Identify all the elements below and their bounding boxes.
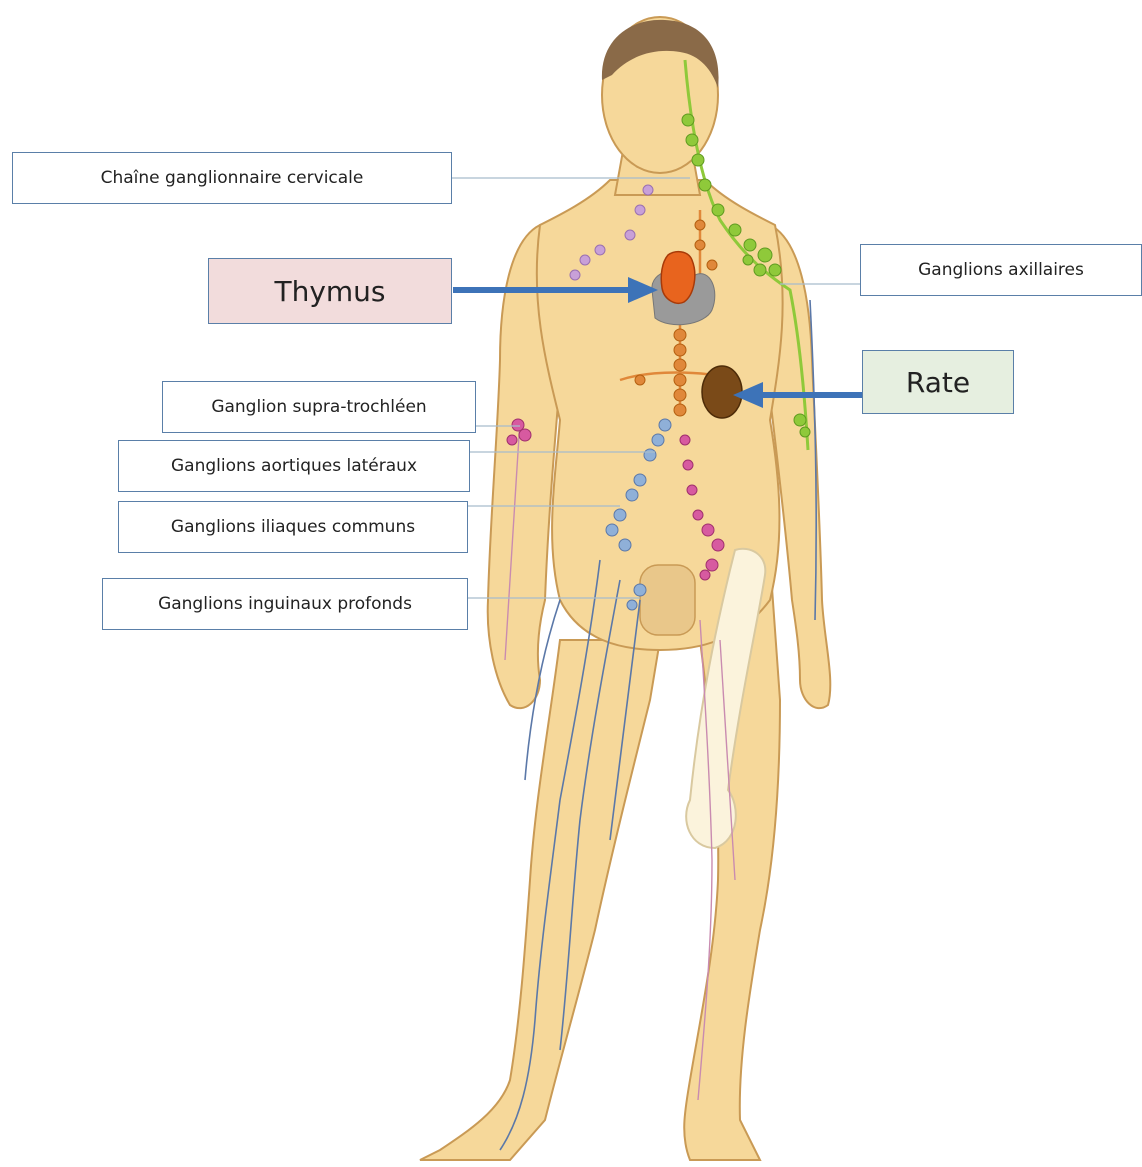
label-inguinal-nodes: Ganglions inguinaux profonds	[102, 578, 468, 630]
left-leg	[420, 640, 660, 1160]
label-supratrochlear-node: Ganglion supra-trochléen	[162, 381, 476, 433]
label-cervical-chain: Chaîne ganglionnaire cervicale	[12, 152, 452, 204]
pelvic-area	[640, 565, 695, 635]
label-rate: Rate	[862, 350, 1014, 414]
human-body-figure	[420, 17, 830, 1160]
label-thymus: Thymus	[208, 258, 452, 324]
label-axillary-nodes: Ganglions axillaires	[860, 244, 1142, 296]
thymus-organ	[661, 252, 695, 304]
label-aortic-nodes: Ganglions aortiques latéraux	[118, 440, 470, 492]
label-iliac-nodes: Ganglions iliaques communs	[118, 501, 468, 553]
spleen-organ	[702, 366, 742, 418]
